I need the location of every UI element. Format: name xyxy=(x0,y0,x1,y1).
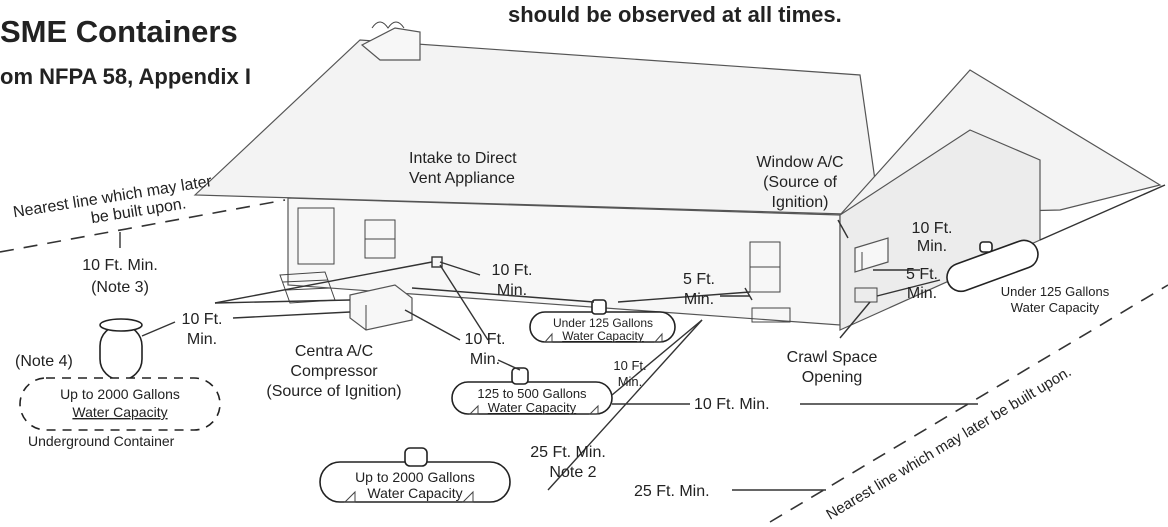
svg-text:Min.: Min. xyxy=(618,374,643,389)
dist-10-c: 10 Ft. Min. xyxy=(465,331,506,368)
page-subtitle: om NFPA 58, Appendix I xyxy=(0,64,251,89)
house-icon xyxy=(193,39,1162,331)
window-ac-icon xyxy=(854,237,889,273)
svg-text:10 Ft.: 10 Ft. xyxy=(912,220,953,237)
dist-5-b: 5 Ft. Min. xyxy=(906,266,938,302)
underground-tank-outline xyxy=(19,377,221,431)
tank-125-500-label: 125 to 500 Gallons Water Capacity xyxy=(477,386,587,415)
dist-10-window: 10 Ft. Min. xyxy=(912,220,953,255)
svg-text:Compressor: Compressor xyxy=(290,363,378,380)
house-roof xyxy=(193,39,881,216)
tank-under-125-mid xyxy=(529,299,676,343)
nearest-line-left-label: Nearest line which may later be built up… xyxy=(12,173,214,227)
dist-10-d: 10 Ft. Min. xyxy=(613,358,646,389)
svg-text:Centra A/C: Centra A/C xyxy=(295,343,373,360)
tank-up-to-2000 xyxy=(319,447,511,503)
page-title: SME Containers xyxy=(0,14,238,49)
propane-tank-icon xyxy=(19,318,221,431)
house-door xyxy=(297,207,335,265)
dist-5-a: 5 Ft. Min. xyxy=(683,271,715,308)
tank-under-125-right xyxy=(946,239,1039,293)
svg-text:Min.: Min. xyxy=(470,351,500,368)
house-wall-side xyxy=(839,129,1041,331)
svg-text:Min.: Min. xyxy=(187,331,217,348)
svg-text:(Source of: (Source of xyxy=(763,174,837,191)
svg-text:Window A/C: Window A/C xyxy=(756,154,843,171)
tank-125-500 xyxy=(451,367,613,415)
nearest-line-right xyxy=(769,284,1168,523)
svg-text:(Note 3): (Note 3) xyxy=(91,279,149,296)
chimney-icon xyxy=(360,21,421,61)
crawl-space-opening-2 xyxy=(854,287,878,303)
svg-text:Intake to Direct: Intake to Direct xyxy=(409,150,517,167)
note3-label: 10 Ft. Min. (Note 3) xyxy=(82,257,158,296)
dist-10-b: 10 Ft. Min. xyxy=(492,262,533,299)
svg-text:Ignition): Ignition) xyxy=(772,194,829,211)
svg-text:Up to 2000 Gallons: Up to 2000 Gallons xyxy=(60,386,180,402)
svg-text:Note 2: Note 2 xyxy=(549,464,596,481)
intake-label: Intake to Direct Vent Appliance xyxy=(409,150,517,187)
note4-label: (Note 4) xyxy=(15,353,73,370)
tank-under125-right-label: Under 125 Gallons Water Capacity xyxy=(1001,284,1110,315)
header-note: should be observed at all times. xyxy=(508,2,842,27)
svg-text:Under 125 Gallons: Under 125 Gallons xyxy=(1001,284,1110,299)
window-ac-label: Window A/C (Source of Ignition) xyxy=(756,154,843,211)
tank-up2000-label: Up to 2000 Gallons Water Capacity xyxy=(355,469,475,501)
svg-text:25 Ft. Min.: 25 Ft. Min. xyxy=(530,444,606,461)
svg-text:10 Ft.: 10 Ft. xyxy=(613,358,646,373)
svg-text:125 to 500 Gallons: 125 to 500 Gallons xyxy=(477,386,587,401)
tank-under125-mid-label: Under 125 Gallons Water Capacity xyxy=(553,316,653,343)
svg-text:Vent Appliance: Vent Appliance xyxy=(409,170,515,187)
svg-text:10 Ft. Min.: 10 Ft. Min. xyxy=(82,257,158,274)
nearest-line-right-label: Nearest line which may later be built up… xyxy=(823,363,1074,523)
svg-text:Water Capacity: Water Capacity xyxy=(562,329,644,343)
svg-text:10 Ft.: 10 Ft. xyxy=(465,331,506,348)
underground-riser xyxy=(99,324,143,381)
svg-text:Water Capacity: Water Capacity xyxy=(72,404,167,420)
svg-text:5 Ft.: 5 Ft. xyxy=(683,271,715,288)
line-10ft-label: 10 Ft. Min. xyxy=(694,396,770,413)
svg-text:(Source of Ignition): (Source of Ignition) xyxy=(266,383,401,400)
svg-text:Min.: Min. xyxy=(684,291,714,308)
dist-10-a: 10 Ft. Min. xyxy=(182,311,223,348)
central-ac-label: Centra A/C Compressor (Source of Ignitio… xyxy=(266,343,401,400)
svg-text:Crawl Space: Crawl Space xyxy=(787,349,878,366)
underground-container-label: Underground Container xyxy=(28,433,175,449)
svg-text:Water Capacity: Water Capacity xyxy=(488,400,577,415)
underground-capacity-label: Up to 2000 Gallons Water Capacity xyxy=(60,386,180,420)
distance-lines xyxy=(119,184,1166,491)
svg-text:Min.: Min. xyxy=(907,285,937,302)
central-ac-icon xyxy=(349,284,413,331)
svg-text:Water Capacity: Water Capacity xyxy=(1011,300,1100,315)
svg-text:10 Ft.: 10 Ft. xyxy=(492,262,533,279)
svg-text:Opening: Opening xyxy=(802,369,863,386)
crawl-space-opening xyxy=(751,307,791,323)
svg-text:10 Ft.: 10 Ft. xyxy=(182,311,223,328)
svg-text:Up to 2000 Gallons: Up to 2000 Gallons xyxy=(355,469,475,485)
svg-text:Water Capacity: Water Capacity xyxy=(367,485,462,501)
note2-label: 25 Ft. Min. Note 2 xyxy=(530,444,606,481)
svg-text:Nearest line which may later b: Nearest line which may later be built up… xyxy=(823,363,1074,523)
nearest-line-left xyxy=(0,199,286,253)
svg-text:Under 125 Gallons: Under 125 Gallons xyxy=(553,316,653,330)
crawl-space-label: Crawl Space Opening xyxy=(787,349,878,386)
svg-text:Min.: Min. xyxy=(497,282,527,299)
svg-text:5 Ft.: 5 Ft. xyxy=(906,266,938,283)
svg-text:Min.: Min. xyxy=(917,238,947,255)
line-25ft-label: 25 Ft. Min. xyxy=(634,483,710,500)
